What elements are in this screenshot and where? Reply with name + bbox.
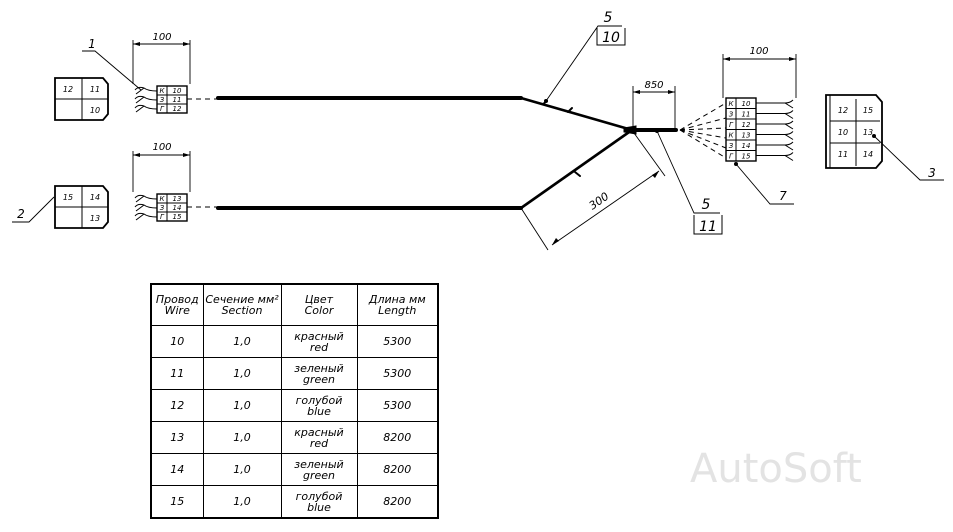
- terminal-num: 11: [742, 111, 751, 119]
- cell-section: 1,0: [202, 453, 282, 486]
- cell-wire: 14: [150, 453, 204, 486]
- callout-label: 11: [699, 219, 717, 235]
- cell-section: 1,0: [202, 325, 282, 358]
- terminal-block-right: [725, 97, 794, 162]
- cell-section: 1,0: [202, 357, 282, 390]
- connector-1-cell: 10: [90, 106, 100, 115]
- dimension-arrows: [133, 42, 796, 245]
- terminal-num: 13: [742, 132, 751, 140]
- cell-length: 5300: [356, 357, 439, 390]
- dimension-value: 100: [749, 46, 768, 57]
- terminal-num: 14: [742, 142, 751, 150]
- watermark: AutoSoft: [690, 446, 862, 492]
- connector-3-cell: 11: [838, 150, 848, 159]
- terminal-code: Г: [729, 121, 734, 129]
- leader-lines: [12, 25, 944, 223]
- terminal-num: 10: [742, 100, 751, 108]
- terminal-code: Г: [160, 105, 165, 113]
- terminal-num: 10: [173, 87, 182, 95]
- connector-2-cell: 15: [63, 193, 73, 202]
- terminal-num: 11: [173, 96, 182, 104]
- cell-section: 1,0: [202, 485, 282, 519]
- cell-length: 5300: [356, 389, 439, 422]
- callout-label: 7: [779, 189, 787, 203]
- terminal-code: Г: [729, 153, 734, 161]
- cable-bundle: [216, 96, 678, 210]
- terminal-code: К: [160, 87, 166, 95]
- connector-3-cell: 12: [838, 106, 848, 115]
- connector-3: [825, 94, 883, 169]
- terminal-code: З: [160, 204, 165, 212]
- callout-label: 2: [17, 207, 25, 221]
- dimension-lines: [132, 40, 797, 251]
- callout-label: 5: [604, 10, 613, 26]
- cell-wire: 13: [150, 421, 204, 454]
- cell-length: 8200: [356, 485, 439, 519]
- terminal-code: З: [729, 111, 734, 119]
- terminal-code: З: [729, 142, 734, 150]
- terminal-block-top: [134, 85, 188, 114]
- dimension-value: 100: [152, 142, 171, 153]
- connector-3-cell: 15: [863, 106, 873, 115]
- dashed-leads: [187, 98, 727, 208]
- terminal-code: К: [729, 132, 735, 140]
- cell-wire: 15: [150, 485, 204, 519]
- dimension-value: 300: [587, 190, 612, 213]
- cell-length: 8200: [356, 421, 439, 454]
- connector-2-cell: 13: [90, 214, 100, 223]
- terminal-code: З: [160, 96, 165, 104]
- callout-label: 5: [702, 197, 711, 213]
- connector-3-cell: 13: [863, 128, 873, 137]
- terminal-num: 12: [173, 105, 182, 113]
- callout-label: 1: [88, 37, 96, 51]
- terminal-num: 13: [173, 195, 182, 203]
- connector-1: [54, 77, 109, 121]
- connector-3-cell: 10: [838, 128, 848, 137]
- cell-wire: 10: [150, 325, 204, 358]
- cell-length: 5300: [356, 325, 439, 358]
- connector-1-cell: 11: [90, 85, 100, 94]
- terminal-num: 15: [173, 213, 182, 221]
- terminal-code: К: [160, 195, 166, 203]
- connector-2-cell: 14: [90, 193, 100, 202]
- terminal-num: 12: [742, 121, 751, 129]
- callout-label: 10: [602, 30, 620, 46]
- dimension-value: 850: [644, 80, 663, 91]
- connector-1-cell: 12: [63, 85, 73, 94]
- callout-label: 3: [928, 166, 936, 180]
- cell-length: 8200: [356, 453, 439, 486]
- connector-3-cell: 14: [863, 150, 873, 159]
- dimension-value: 100: [152, 32, 171, 43]
- cell-section: 1,0: [202, 389, 282, 422]
- terminal-code: Г: [160, 213, 165, 221]
- terminal-num: 15: [742, 153, 751, 161]
- cell-section: 1,0: [202, 421, 282, 454]
- terminal-num: 14: [173, 204, 182, 212]
- connector-2: [54, 185, 109, 229]
- cell-wire: 11: [150, 357, 204, 390]
- cell-wire: 12: [150, 389, 204, 422]
- terminal-code: К: [729, 100, 735, 108]
